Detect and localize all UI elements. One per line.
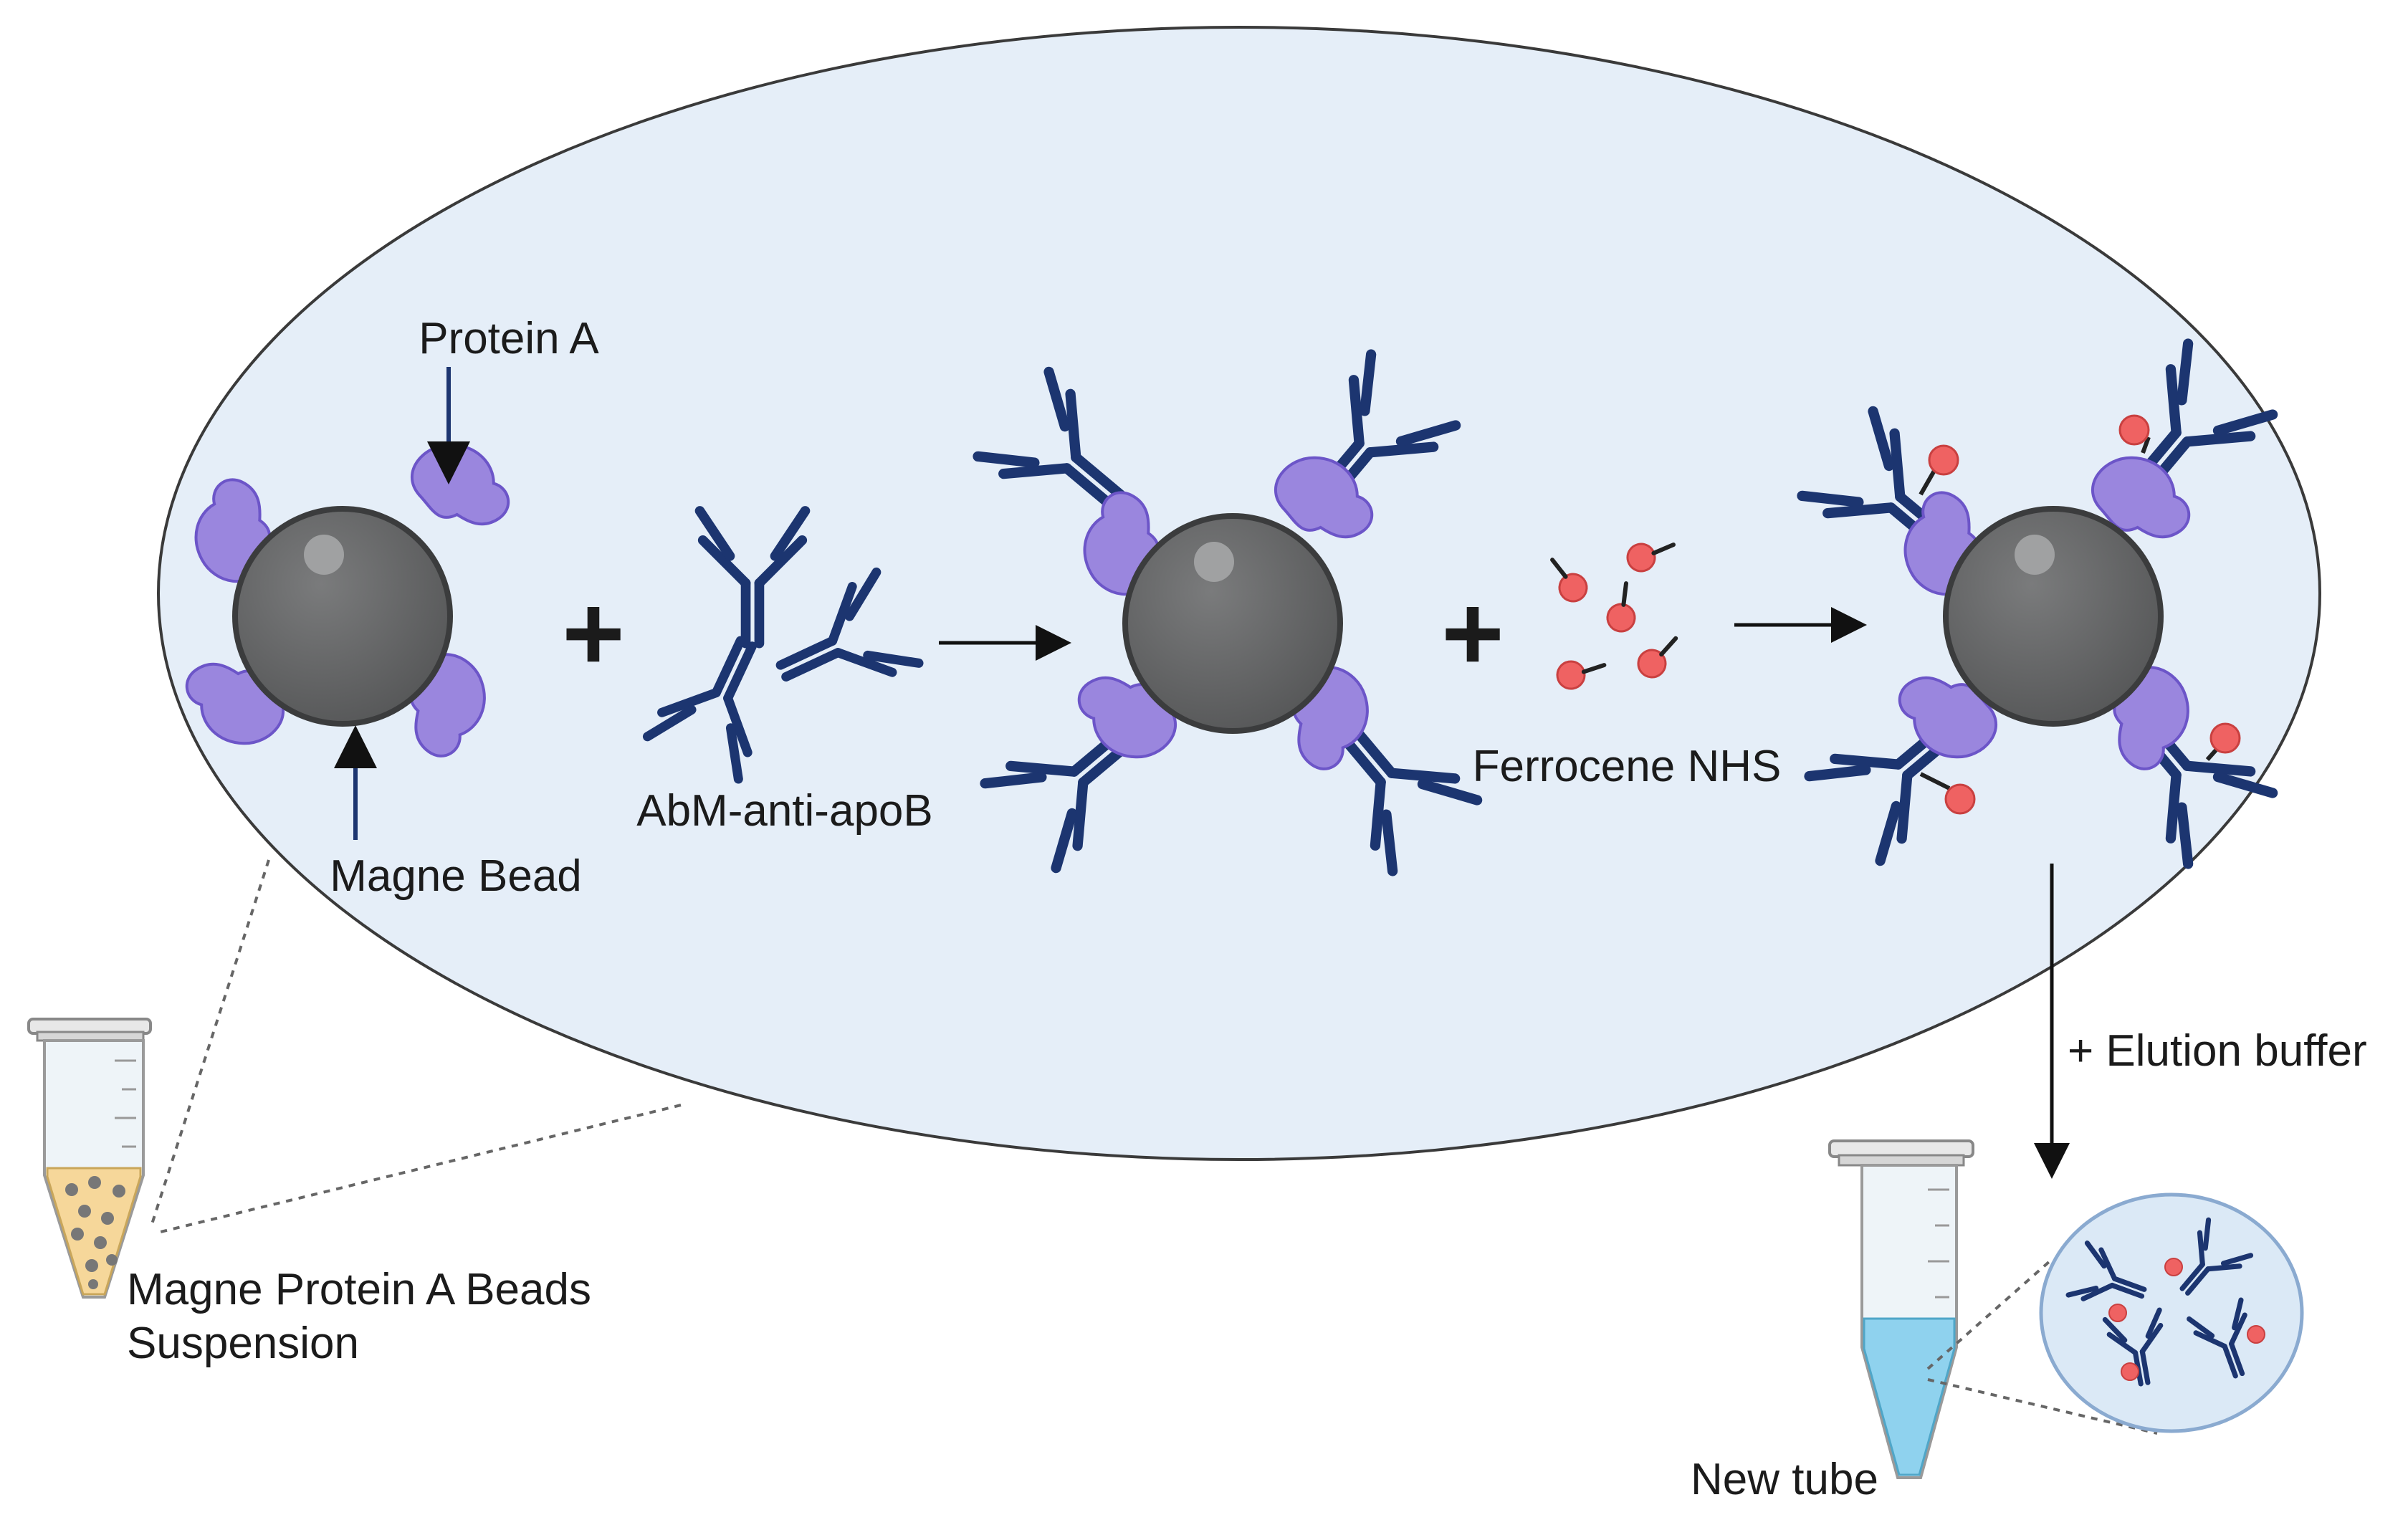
label-protein-a: Protein A	[419, 314, 599, 363]
zoom-connector-lower	[157, 1104, 682, 1234]
zoom-connector-eluate-lower	[1927, 1378, 2158, 1435]
attached-ferrocene	[1919, 414, 2241, 815]
labeled-bead-complex	[1802, 344, 2273, 864]
label-suspension-line1: Magne Protein A Beads	[127, 1265, 591, 1314]
plus-sign: +	[562, 573, 625, 693]
plus-sign: +	[1441, 573, 1504, 693]
magnetic-bead-icon	[1946, 509, 2161, 724]
label-magne-bead: Magne Bead	[330, 851, 582, 901]
magnetic-bead-icon	[235, 509, 450, 724]
label-suspension-line2: Suspension	[127, 1319, 359, 1368]
eluate-zoom-circle	[2039, 1192, 2304, 1433]
label-new-tube: New tube	[1691, 1455, 1878, 1504]
microtube-icon	[1828, 1139, 1974, 1479]
label-elution: + Elution buffer	[2068, 1026, 2367, 1076]
label-antibody: AbM-anti-apoB	[636, 786, 933, 836]
label-ferrocene: Ferrocene NHS	[1473, 742, 1782, 791]
zoom-connector-upper	[150, 859, 270, 1225]
magnetic-bead-icon	[1125, 516, 1340, 731]
microtube-icon	[27, 1018, 152, 1299]
zoom-connector-eluate-upper	[1926, 1260, 2051, 1370]
